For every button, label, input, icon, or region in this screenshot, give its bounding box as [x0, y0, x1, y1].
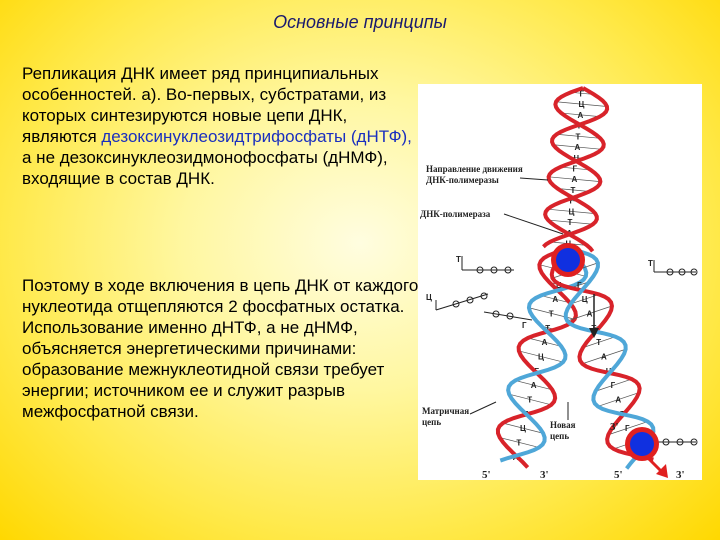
free-nucleotide-3: Г — [483, 310, 533, 330]
parent-helix-base-letter: Т — [576, 132, 581, 141]
parent-helix-strand-b — [543, 86, 610, 253]
parent-helix-base-pair — [556, 101, 607, 107]
direction-leader-line — [519, 177, 549, 181]
parent-helix-base-pair — [556, 133, 601, 139]
parent-helix-base-pair — [547, 208, 596, 215]
left-daughter-helix-base-pair — [499, 437, 540, 448]
left-daughter-helix-base-letter: Т — [527, 396, 532, 405]
right-daughter-helix-base-letter: Г — [577, 281, 582, 290]
parent-helix-base-pair — [548, 176, 601, 182]
free-nucleotide-4: Т — [648, 259, 698, 276]
svg-text:Т: Т — [648, 259, 653, 268]
right-daughter-helix-base-pair — [567, 305, 613, 322]
left-daughter-helix-base-letter: Т — [516, 439, 521, 448]
free-nucleotide-2: Ц — [426, 292, 489, 311]
direction-label-line2: ДНК-полимеразы — [426, 175, 499, 185]
polymerase-leader-line — [503, 213, 564, 235]
parent-helix-base-letter: А — [575, 143, 581, 152]
right-daughter-helix-base-letter: Г — [611, 381, 616, 390]
parent-helix-base-letter: А — [572, 175, 578, 184]
left-daughter-helix-strand-a — [495, 247, 578, 469]
left-daughter-helix-base-letter: Ц — [520, 424, 526, 433]
left-daughter-helix-base-letter: А — [531, 381, 537, 390]
polymerase-label: ДНК-полимераза — [420, 209, 491, 219]
paragraph-substrates-text: Репликация ДНК имеет ряд принципиальных … — [22, 64, 387, 146]
paragraph-substrates-end: а не дезоксинуклеозидмонофосфаты (дНМФ),… — [22, 148, 388, 188]
right-daughter-helix-strand-a — [549, 247, 654, 462]
dna-replication-diagram: ГЦАТТАЦГАТГЦТАЦГГЦАТТАЦГАТГЦТАЦГГЦАТТАЦГ… — [420, 86, 698, 480]
right-daughter-helix-base-pair — [608, 421, 648, 436]
svg-text:Г: Г — [522, 321, 527, 330]
dntp-highlight: дезоксинуклеозидтрифосфаты (дНТФ), — [101, 127, 412, 146]
left-daughter-helix-base-letter: Т — [549, 310, 554, 319]
dna-polymerase-bottom — [625, 427, 668, 478]
parent-helix-base-letter: Г — [580, 89, 585, 98]
direction-arrow-head — [589, 328, 599, 338]
right-daughter-helix-base-letter: Г — [625, 424, 630, 433]
left-daughter-helix-base-letter: А — [552, 295, 558, 304]
dna-replication-figure: ГЦАТТАЦГАТГЦТАЦГГЦАТТАЦГАТГЦТАЦГГЦАТТАЦГ… — [418, 84, 702, 480]
left-daughter-helix-base-pair — [518, 350, 564, 363]
right-daughter-helix-base-pair — [595, 378, 632, 392]
direction-label-line1: Направление движения — [426, 164, 523, 174]
right-daughter-helix-base-letter: А — [615, 396, 621, 405]
svg-text:Т: Т — [456, 255, 461, 264]
parent-helix-strand-a — [542, 86, 606, 249]
parent-helix-base-letter: А — [578, 111, 584, 120]
left-daughter-helix-base-pair — [502, 422, 544, 434]
right-daughter-helix-base-letter: А — [587, 310, 593, 319]
right-daughter-helix-base-pair — [582, 348, 626, 365]
left-daughter-helix-base-letter: Ц — [538, 353, 544, 362]
paragraph-substrates: Репликация ДНК имеет ряд принципиальных … — [22, 63, 422, 189]
right-daughter-helix-base-letter: Ц — [582, 295, 588, 304]
free-nucleotide-5 — [654, 438, 698, 446]
slide-title: Основные принципы — [273, 12, 447, 32]
free-nucleotide-1: Т — [456, 255, 514, 274]
new-strand-label-line1: Новая — [550, 420, 576, 430]
prime-5-right: 5' — [614, 469, 623, 480]
left-daughter-helix-base-pair — [540, 295, 570, 304]
parent-helix-base-pair — [548, 219, 593, 225]
paragraph-phosphates: Поэтому в ходе включения в цепь ДНК от к… — [22, 276, 419, 421]
parent-helix-base-letter: Г — [570, 197, 575, 206]
new-strand-label-line2: цепь — [550, 431, 569, 441]
left-daughter-helix-base-letter: Т — [545, 324, 550, 333]
parent-helix-base-letter: Ц — [579, 100, 585, 109]
parent-helix-base-pair — [553, 144, 602, 150]
right-daughter-helix-base-pair — [597, 392, 640, 407]
parent-helix-base-letter: Ц — [574, 154, 580, 163]
left-daughter-helix-base-pair — [515, 380, 553, 391]
prime-3-middle: 3' — [610, 421, 619, 433]
right-daughter-helix-base-pair — [582, 336, 616, 348]
parent-helix-base-letter: Т — [571, 186, 576, 195]
parent-helix-base-pair — [560, 166, 591, 171]
parent-helix-base-letter: Ц — [569, 207, 575, 216]
parent-helix-base-letter: Т — [568, 218, 573, 227]
prime-3-left: 3' — [540, 469, 549, 480]
left-daughter-helix-base-pair — [509, 393, 552, 406]
left-daughter-helix-base-pair — [527, 337, 562, 347]
parent-helix-base-pair — [561, 112, 600, 117]
left-daughter-helix-base-letter: А — [542, 338, 548, 347]
parent-helix-base-pair — [557, 188, 590, 192]
template-strand-label-line1: Матричная — [422, 406, 469, 416]
right-daughter-helix-strand-b — [563, 247, 656, 470]
parent-helix-base-letter: Г — [573, 165, 578, 174]
dna-polymerase-top — [551, 243, 585, 277]
right-daughter-helix-base-letter: Т — [596, 338, 601, 347]
dna-strands: ГЦАТТАЦГАТГЦТАЦГГЦАТТАЦГАТГЦТАЦГГЦАТТАЦГ… — [495, 86, 656, 470]
prime-5-left: 5' — [482, 469, 491, 480]
svg-text:Ц: Ц — [426, 293, 432, 302]
template-leader-line — [469, 401, 497, 415]
prime-3-right: 3' — [676, 469, 685, 480]
right-daughter-helix-base-letter: А — [601, 353, 607, 362]
template-strand-label-line2: цепь — [422, 417, 441, 427]
